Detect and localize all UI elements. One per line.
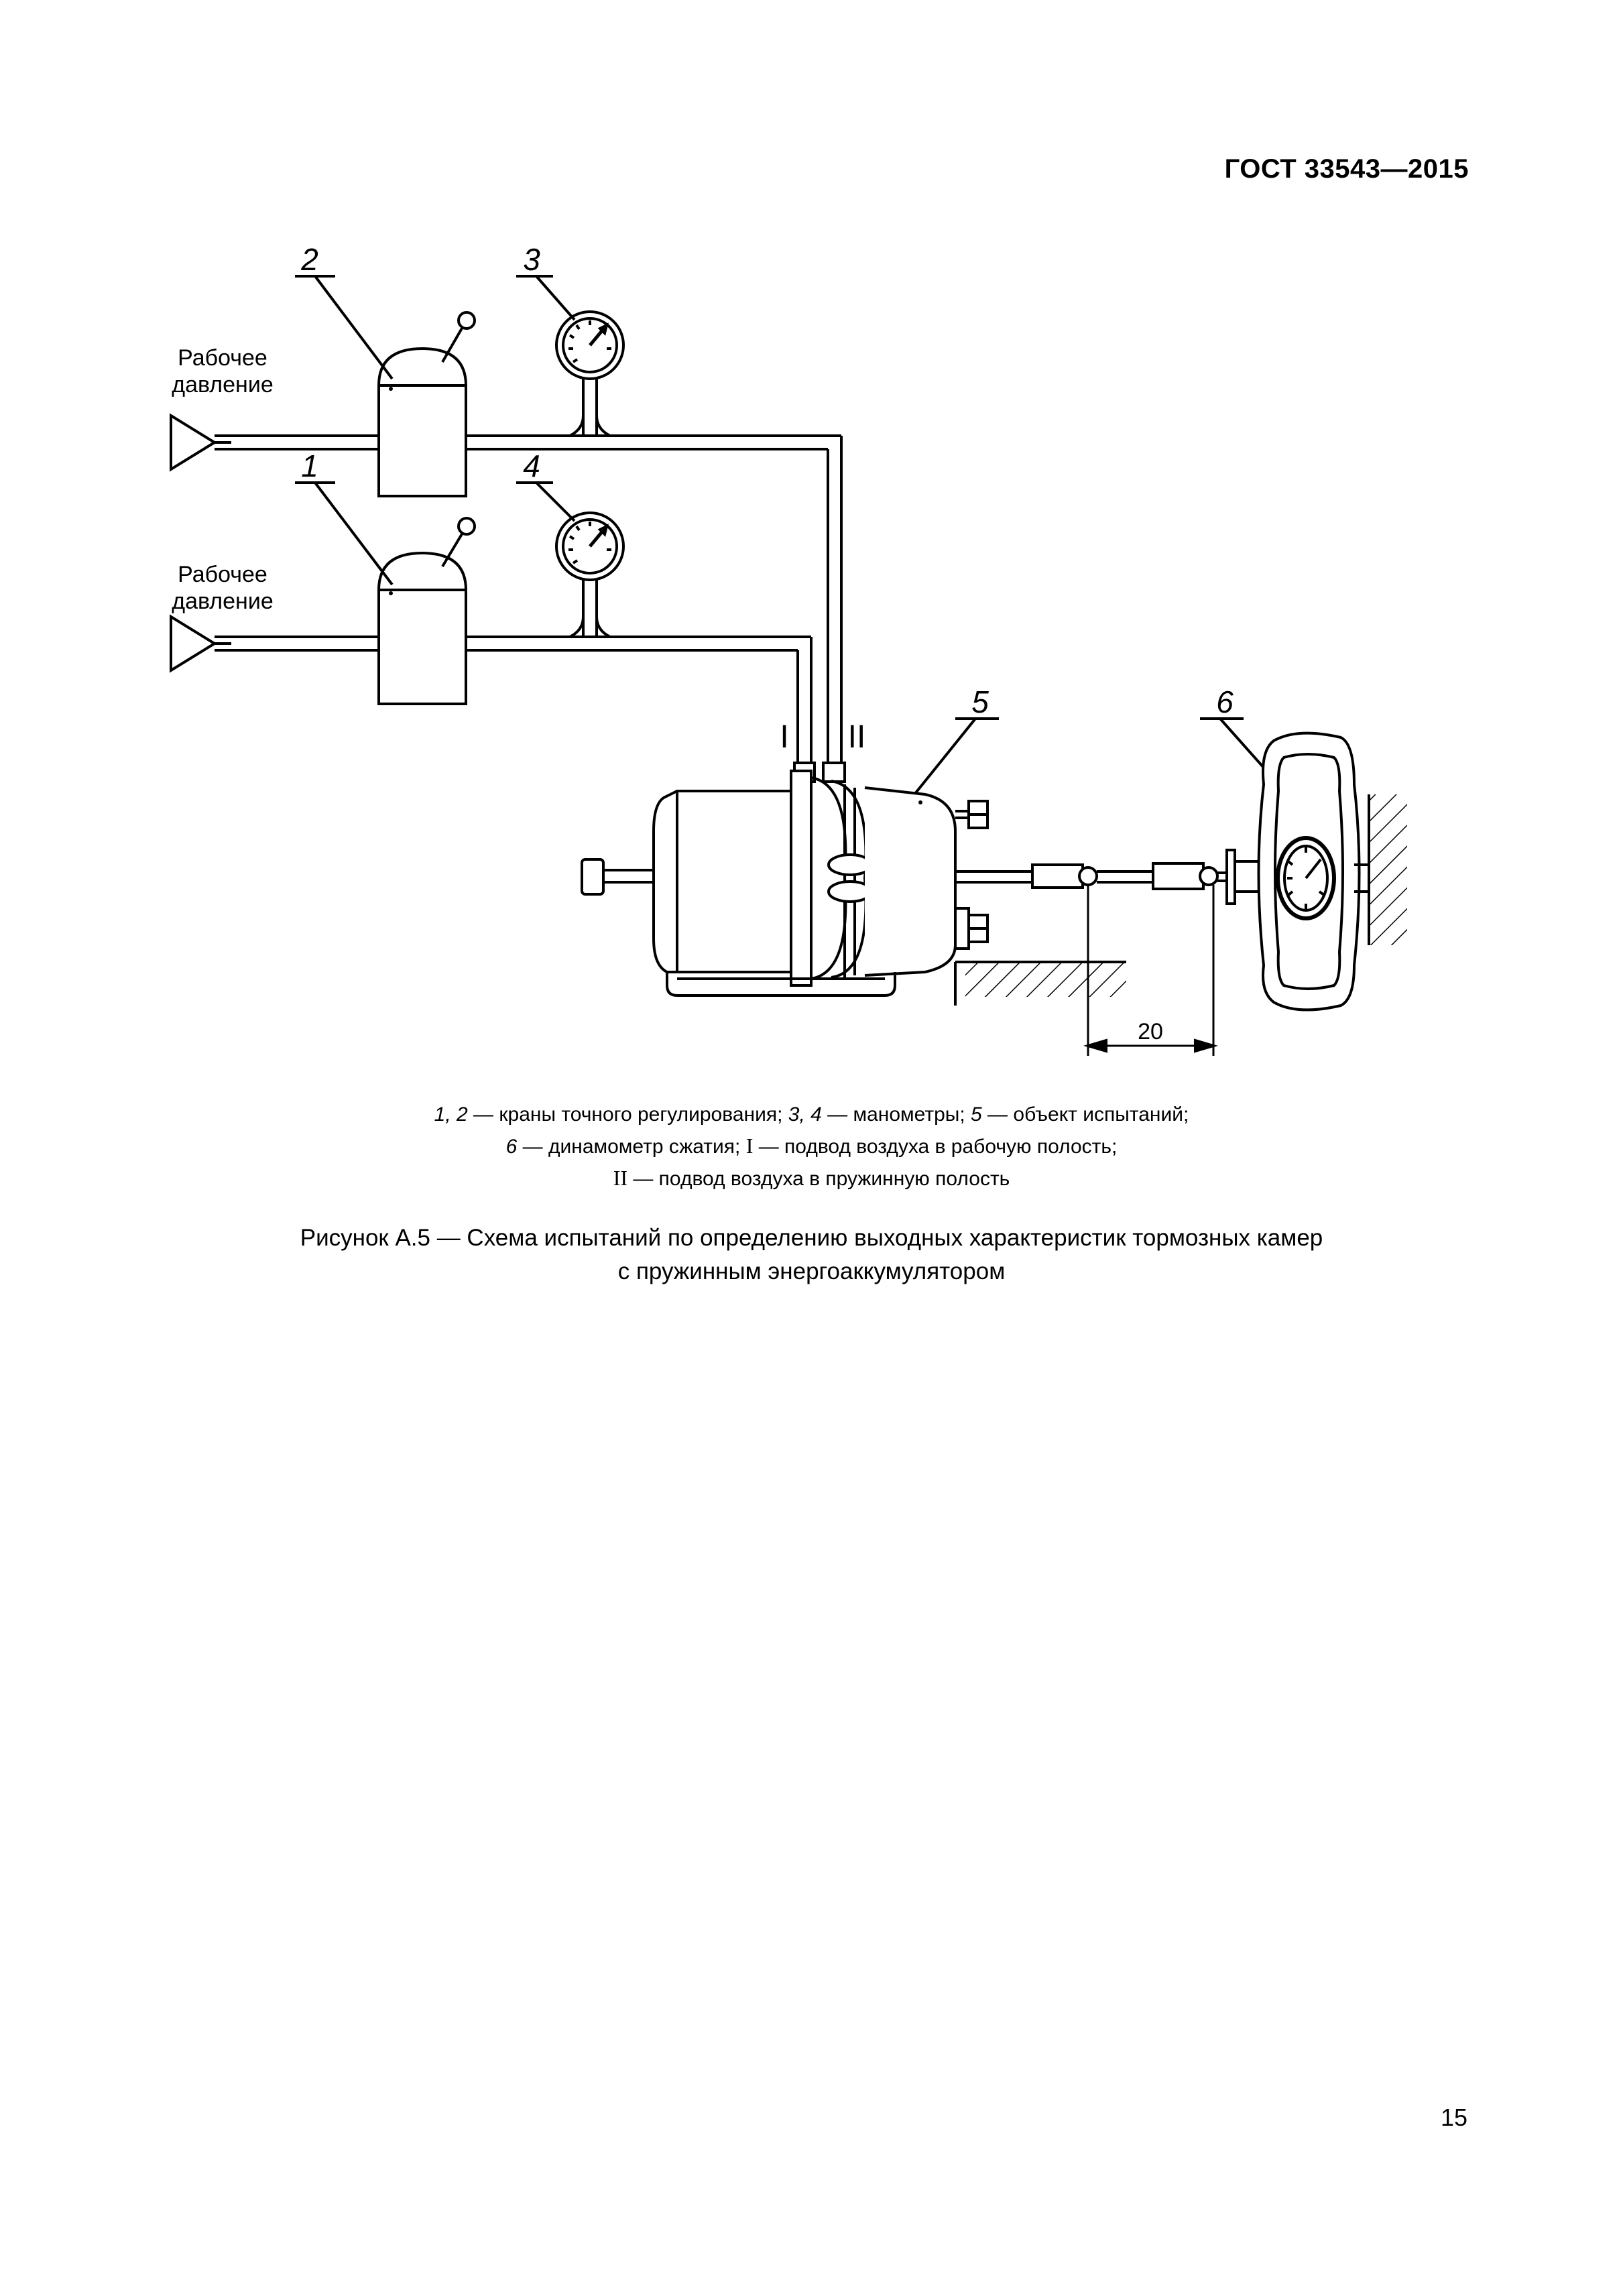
document-id: ГОСТ 33543—2015 [1224, 154, 1469, 184]
legend-line-3: II — подвод воздуха в пружинную полость [0, 1162, 1623, 1195]
support-base [954, 961, 1126, 1006]
callout-1: 1 [301, 448, 318, 483]
legend-line-2: 6 — динамометр сжатия; I — подвод воздух… [0, 1130, 1623, 1162]
legend-roman-I: I [745, 1134, 754, 1158]
legend-num-3-4: 3, 4 [788, 1103, 822, 1126]
legend-text-valves: — краны точного регулирования; [467, 1103, 788, 1126]
push-rod [955, 849, 1262, 905]
callout-2: 2 [300, 242, 318, 277]
page-number: 15 [1440, 2104, 1467, 2131]
test-scheme-figure: Рабочее давление Рабочее давление [170, 242, 1407, 1056]
air-inlet-upper [170, 413, 231, 472]
dimension-label: 20 [1138, 1019, 1163, 1044]
port-label-I: I [780, 719, 788, 755]
legend-num-5: 5 [971, 1103, 982, 1126]
legend-num-6: 6 [505, 1136, 518, 1158]
inlet-label-upper-line2: давление [172, 372, 273, 398]
inlet-label-upper-line1: Рабочее [178, 345, 267, 371]
pressure-gauge-4 [555, 511, 625, 638]
port-label-II: II [848, 719, 866, 755]
legend-text-dynamometer: — динамометр сжатия; [517, 1136, 746, 1158]
fine-control-valve-1 [377, 517, 476, 705]
legend-text-gauges: — манометры; [821, 1103, 971, 1126]
legend-num-1-2: 1, 2 [434, 1103, 468, 1126]
legend-text-spring-chamber: — подвод воздуха в пружинную полость [627, 1168, 1010, 1190]
legend-text-object: — объект испытаний; [981, 1103, 1189, 1126]
figure-caption-line-2: с пружинным энергоаккумулятором [617, 1258, 1006, 1284]
figure-legend: 1, 2 — краны точного регулирования; 3, 4… [0, 1099, 1623, 1195]
fine-control-valve-2 [377, 311, 476, 497]
legend-roman-II: II [613, 1166, 627, 1190]
legend-text-working-chamber: — подвод воздуха в рабочую полость; [753, 1136, 1118, 1158]
figure-caption: Рисунок А.5 — Схема испытаний по определ… [0, 1221, 1623, 1288]
figure-caption-line-1: Рисунок А.5 — Схема испытаний по определ… [300, 1225, 1323, 1251]
dimension-20mm [1083, 885, 1219, 1056]
inlet-label-lower-line2: давление [172, 589, 273, 614]
callout-3: 3 [523, 242, 540, 277]
spring-brake-chamber-5 [581, 762, 989, 997]
air-inlet-lower [170, 614, 231, 673]
callout-4: 4 [523, 448, 540, 483]
pressure-gauge-3 [555, 310, 625, 437]
callout-6: 6 [1216, 684, 1234, 719]
callout-5: 5 [971, 684, 989, 719]
inlet-label-lower-line1: Рабочее [178, 562, 267, 587]
legend-line-1: 1, 2 — краны точного регулирования; 3, 4… [0, 1099, 1623, 1130]
compression-dynamometer-6 [1257, 731, 1407, 1012]
